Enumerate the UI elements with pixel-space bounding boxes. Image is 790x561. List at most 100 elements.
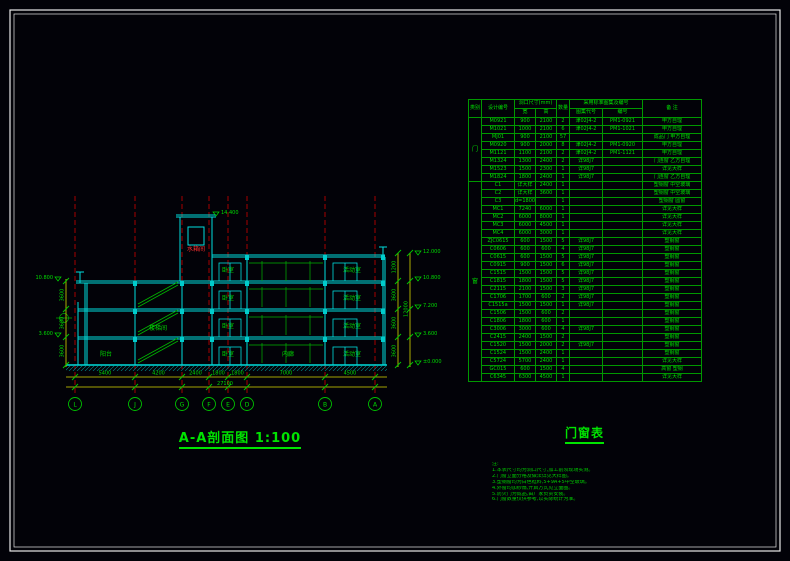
schedule-cell	[569, 221, 603, 230]
schedule-cell: C0915	[481, 261, 515, 270]
svg-text:3600: 3600	[392, 289, 398, 302]
schedule-cell: 1500	[514, 269, 536, 278]
schedule-cell: 2000	[535, 141, 557, 150]
schedule-cell: PM1-0921	[601, 117, 644, 126]
schedule-cell	[569, 189, 603, 198]
schedule-cell: 详大样	[514, 181, 536, 190]
schedule-cell: 1	[556, 181, 570, 190]
schedule-cell: 1	[556, 221, 570, 230]
svg-text:卧室: 卧室	[222, 294, 234, 302]
schedule-cell: 塑钢窗	[642, 301, 703, 310]
svg-text:±0.000: ±0.000	[423, 359, 442, 365]
svg-text:卧室: 卧室	[222, 266, 234, 274]
schedule-cell: 600	[535, 245, 557, 254]
schedule-cell	[569, 197, 603, 206]
schedule-cell: MC1	[481, 205, 515, 214]
schedule-cell	[601, 133, 644, 142]
svg-text:3600: 3600	[60, 289, 66, 302]
schedule-cell: 1800	[514, 317, 536, 326]
schedule-cell: 详98J7	[569, 173, 603, 182]
schedule-cell: 1500	[535, 237, 557, 246]
schedule-cell: 2400	[535, 181, 557, 190]
schedule-cell	[601, 221, 644, 230]
col-opening: 洞口尺寸(mm)	[514, 99, 557, 109]
svg-text:D: D	[245, 402, 250, 409]
schedule-cell: 1	[556, 173, 570, 182]
svg-text:内廊: 内廊	[282, 350, 294, 358]
schedule-cell	[601, 285, 644, 294]
svg-text:3600: 3600	[60, 317, 66, 330]
schedule-cell: 塑钢窗	[642, 237, 703, 246]
schedule-cell: 1	[556, 165, 570, 174]
schedule-cell: 1	[556, 197, 570, 206]
svg-text:1800: 1800	[212, 371, 225, 377]
schedule-cell: 4	[556, 245, 570, 254]
schedule-cell: 4500	[535, 221, 557, 230]
schedule-cell: 1	[556, 349, 570, 358]
svg-text:L: L	[73, 402, 77, 409]
notes-block: 注:1.本表尺寸均为洞口尺寸,加工前须现场实测。2.门窗立面分格及做法详见大样图…	[492, 462, 667, 503]
col-category: 类别	[468, 99, 482, 118]
svg-text:3600: 3600	[392, 317, 398, 330]
schedule-cell: 2	[556, 333, 570, 342]
schedule-cell: 1	[556, 373, 570, 382]
schedule-cell: 详见大样	[642, 221, 703, 230]
schedule-cell: 1500	[535, 261, 557, 270]
note-line: 1.本表尺寸均为洞口尺寸,加工前须现场实测。	[492, 467, 594, 473]
svg-text:7.200: 7.200	[423, 303, 437, 309]
schedule-cell	[601, 301, 644, 310]
note-line: 6.门窗数量仅供参考,以实际统计为准。	[492, 497, 579, 503]
schedule-cell: 塑钢窗	[642, 349, 703, 358]
schedule-cell	[601, 213, 644, 222]
section-drawing-title-wrap: A-A剖面图 1:100	[120, 427, 360, 449]
schedule-cell: 详见大样	[642, 205, 703, 214]
svg-text:A: A	[373, 402, 378, 409]
schedule-cell	[601, 357, 644, 366]
schedule-cell: 塑钢窗 圆窗	[642, 197, 703, 206]
schedule-cell	[569, 349, 603, 358]
schedule-cell	[601, 181, 644, 190]
schedule-cell: 3	[556, 285, 570, 294]
schedule-cell	[569, 309, 603, 318]
schedule-cell: MC3	[481, 221, 515, 230]
schedule-cell: PM1-1021	[601, 125, 644, 134]
schedule-cell: 2	[556, 149, 570, 158]
schedule-cell: C3006	[481, 325, 515, 334]
schedule-cell: 3000	[514, 325, 536, 334]
schedule-cell	[569, 373, 603, 382]
schedule-cell: 详98J7	[569, 341, 603, 350]
svg-text:4200: 4200	[152, 371, 165, 377]
schedule-cell: M1523	[481, 165, 515, 174]
schedule-cell: 3600	[535, 189, 557, 198]
schedule-cell: C2	[481, 189, 515, 198]
schedule-cell: 甲方自理	[642, 117, 703, 126]
schedule-cell: M1121	[481, 149, 515, 158]
schedule-cell: 详见大样	[642, 373, 703, 382]
schedule-cell: 1500	[535, 269, 557, 278]
schedule-cell: 塑钢窗	[642, 309, 703, 318]
schedule-cell: M1824	[481, 173, 515, 182]
schedule-cell	[601, 373, 644, 382]
schedule-cell: 塑钢窗 中空玻璃	[642, 189, 703, 198]
svg-text:7000: 7000	[280, 371, 293, 377]
col-atlas: 采用标准图集及编号	[568, 99, 644, 109]
svg-text:J: J	[133, 402, 136, 409]
schedule-cell: 门连窗 乙方自理	[642, 173, 703, 182]
schedule-cell: 津02J4-2	[569, 149, 603, 158]
schedule-cell: 1500	[514, 301, 536, 310]
schedule-cell: 600	[514, 365, 536, 374]
schedule-cell: 600	[535, 325, 557, 334]
schedule-cell: 2	[556, 341, 570, 350]
schedule-cell	[601, 197, 644, 206]
schedule-cell	[569, 133, 603, 142]
schedule-cell: 600	[514, 245, 536, 254]
schedule-cell: 1500	[514, 309, 536, 318]
schedule-cell: 6300	[514, 373, 536, 382]
